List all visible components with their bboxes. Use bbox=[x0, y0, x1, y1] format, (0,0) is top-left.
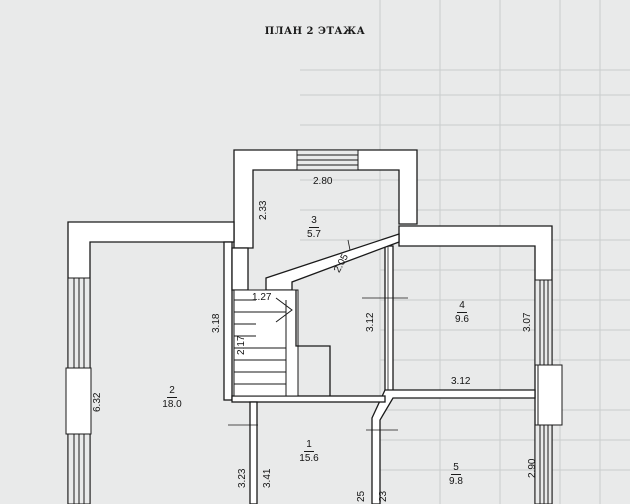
west-wing-wall bbox=[67, 221, 235, 504]
dim-room5-east: 2.90 bbox=[527, 458, 538, 478]
room-2-area: 18.0 bbox=[162, 399, 182, 410]
plan-title: ПЛАН 2 ЭТАЖА bbox=[264, 26, 366, 37]
room-1-number: 1 bbox=[304, 439, 314, 452]
dim-stair-width: 1.27 bbox=[252, 292, 272, 303]
room-5-number: 5 bbox=[451, 462, 461, 475]
dim-room4-west: 3.12 bbox=[365, 312, 376, 332]
dim-room2-height: 6.32 bbox=[92, 392, 103, 412]
north-window bbox=[296, 149, 359, 171]
dim-room5-left-a: 25 bbox=[356, 490, 367, 502]
dim-room5-left-b: 23 bbox=[378, 490, 389, 502]
dim-room3-depth: 2.33 bbox=[258, 200, 269, 220]
room-3-label: 3 5.7 bbox=[298, 215, 330, 240]
interior-walls bbox=[223, 241, 536, 504]
room-5-area: 9.8 bbox=[449, 476, 463, 487]
dim-room4-east: 3.07 bbox=[522, 312, 533, 332]
hall-west-wall bbox=[249, 401, 258, 504]
room-4-area: 9.6 bbox=[455, 314, 469, 325]
wall-room4-room5 bbox=[371, 389, 536, 504]
dim-room2-partial: 3.18 bbox=[211, 313, 222, 333]
dim-stair-depth: 2.17 bbox=[236, 335, 247, 355]
stair-north-block bbox=[231, 247, 249, 291]
room-4-number: 4 bbox=[457, 300, 467, 313]
room-2-number: 2 bbox=[167, 385, 177, 398]
dim-room3-width: 2.80 bbox=[313, 176, 333, 187]
room-3-number: 3 bbox=[309, 215, 319, 228]
staircase bbox=[233, 289, 331, 397]
room-4-label: 4 9.6 bbox=[446, 300, 478, 325]
east-window bbox=[534, 279, 563, 504]
wall-room2-stair bbox=[223, 241, 233, 401]
room-3-area: 5.7 bbox=[307, 229, 321, 240]
diagonal-wall bbox=[265, 233, 400, 291]
dim-hall-left: 3.23 bbox=[237, 468, 248, 488]
room-1-label: 1 15.6 bbox=[293, 439, 325, 464]
room-5-label: 5 9.8 bbox=[440, 462, 472, 487]
dim-hall-right: 3.41 bbox=[262, 468, 273, 488]
room-2-label: 2 18.0 bbox=[156, 385, 188, 410]
dim-room4-width: 3.12 bbox=[451, 376, 471, 387]
dimension-lines bbox=[228, 239, 408, 431]
background-grid bbox=[300, 0, 630, 504]
wall-room1-room4 bbox=[384, 245, 394, 397]
west-window bbox=[65, 277, 92, 504]
hall-north-wall bbox=[231, 395, 386, 403]
room-1-area: 15.6 bbox=[299, 453, 319, 464]
